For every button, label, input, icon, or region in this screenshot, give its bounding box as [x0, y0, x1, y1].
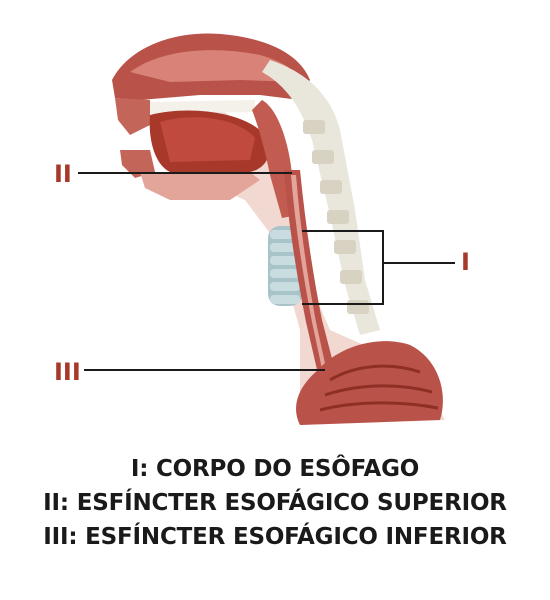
- legend-item-upper-sphincter: II: ESFÍNCTER ESOFÁGICO SUPERIOR: [43, 490, 507, 516]
- esophagus-lumen: [291, 175, 326, 369]
- legend: I: CORPO DO ESÔFAGO II: ESFÍNCTER ESOFÁG…: [0, 452, 550, 554]
- mandible: [140, 172, 260, 200]
- esophagus-anatomy-illustration: [78, 33, 455, 425]
- bracket-esophagus-body: [302, 230, 384, 305]
- stomach-folds: [319, 364, 439, 412]
- head-neck-sagittal-section: [112, 33, 445, 425]
- upper-teeth: [150, 100, 255, 114]
- vertebrae: [303, 120, 369, 314]
- label-i-marker: I: [461, 248, 470, 276]
- nasal-highlight: [130, 50, 300, 82]
- cervical-spine: [262, 60, 380, 335]
- lower-lip: [120, 150, 155, 178]
- leader-lines: [78, 172, 455, 371]
- label-ii-marker: II: [54, 160, 72, 188]
- label-iii-marker: III: [54, 358, 81, 386]
- legend-item-lower-sphincter: III: ESFÍNCTER ESOFÁGICO INFERIOR: [43, 524, 507, 550]
- upper-lip: [115, 98, 150, 135]
- tongue-surface: [160, 117, 255, 162]
- legend-item-body: I: CORPO DO ESÔFAGO: [130, 456, 420, 482]
